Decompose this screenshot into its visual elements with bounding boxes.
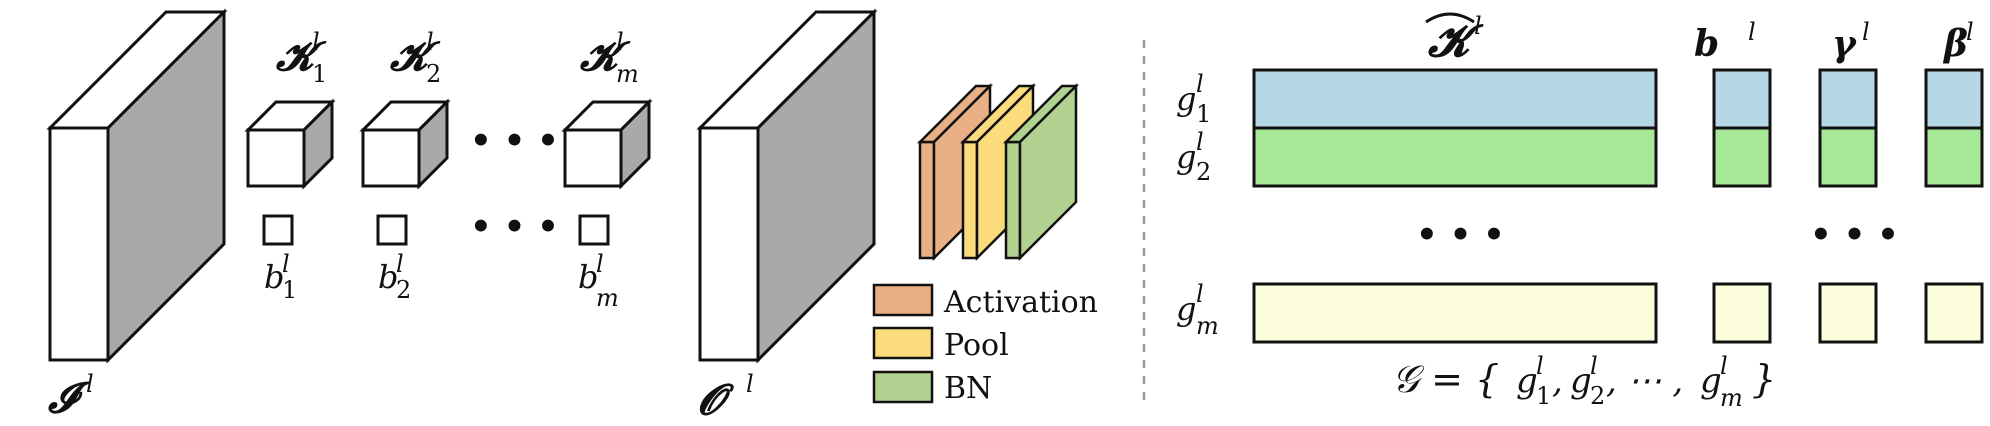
svg-text:g: g xyxy=(1516,361,1538,401)
svg-text:l: l xyxy=(1196,70,1204,98)
svg-text:g: g xyxy=(1570,361,1592,401)
svg-text:2: 2 xyxy=(1196,158,1211,186)
bias-label-m: b l m xyxy=(578,250,619,312)
row-label-gm: g l m xyxy=(1176,280,1219,340)
svg-text:1: 1 xyxy=(1196,100,1211,128)
bn-layer xyxy=(1002,82,1080,262)
svg-text:l: l xyxy=(1590,352,1598,380)
svg-text:l: l xyxy=(1474,12,1482,40)
svg-text:1: 1 xyxy=(1536,382,1551,410)
svg-text:m: m xyxy=(1720,384,1743,412)
svg-text:l: l xyxy=(396,250,404,278)
svg-text:}: } xyxy=(1752,357,1776,401)
beta-cell-g1 xyxy=(1924,68,1984,130)
svg-text:2: 2 xyxy=(426,60,441,88)
gamma-cell-g2 xyxy=(1818,126,1878,188)
gamma-cell-gm xyxy=(1818,282,1878,344)
svg-text:b: b xyxy=(1694,23,1719,65)
svg-text:l: l xyxy=(1748,18,1756,46)
svg-text:m: m xyxy=(596,284,619,312)
bias-label-1: b l 1 xyxy=(264,250,297,304)
svg-text:l: l xyxy=(1966,18,1974,46)
kernel-rows-ellipsis: • • • xyxy=(1416,215,1505,255)
kernel-row-gm xyxy=(1252,282,1658,344)
param-rows-ellipsis: • • • xyxy=(1810,215,1899,255)
svg-text:g: g xyxy=(1176,290,1196,328)
beta-cell-gm xyxy=(1924,282,1984,344)
b-cell-gm xyxy=(1712,282,1772,344)
svg-text:b: b xyxy=(378,258,398,296)
beta-cell-g2 xyxy=(1924,126,1984,188)
svg-text:l: l xyxy=(1862,18,1870,46)
kernel-hat-label: 𝓚 l xyxy=(1425,12,1484,67)
input-tensor xyxy=(46,8,228,364)
kernel-row-g1 xyxy=(1252,68,1658,130)
bias-ellipsis: • • • xyxy=(470,207,559,247)
bias-label-2: b l 2 xyxy=(378,250,411,304)
svg-text:l: l xyxy=(426,28,434,56)
svg-text:l: l xyxy=(1536,352,1544,380)
output-label: 𝓞 l xyxy=(698,370,754,424)
svg-text:b: b xyxy=(264,258,284,296)
svg-text:, ⋯ ,: , ⋯ , xyxy=(1606,361,1683,401)
svg-text:l: l xyxy=(86,370,94,398)
svg-text:m: m xyxy=(1196,312,1219,340)
row-label-g2: g l 2 xyxy=(1176,128,1211,186)
svg-text:𝓞: 𝓞 xyxy=(698,375,735,424)
svg-text:l: l xyxy=(1196,128,1204,156)
svg-text:l: l xyxy=(1196,280,1204,308)
row-label-g1: g l 1 xyxy=(1176,70,1211,128)
b-cell-g1 xyxy=(1712,68,1772,130)
kernel-label-1: 𝓚 l 1 xyxy=(275,28,327,88)
svg-text:b: b xyxy=(578,258,598,296)
kernel-label-m: 𝓚 l m xyxy=(579,28,639,88)
svg-text:1: 1 xyxy=(312,60,327,88)
svg-text:2: 2 xyxy=(396,276,411,304)
b-cell-g2 xyxy=(1712,126,1772,188)
svg-text:l: l xyxy=(596,250,604,278)
gamma-cell-g1 xyxy=(1818,68,1878,130)
svg-text:𝓘: 𝓘 xyxy=(47,373,91,422)
svg-text:γ: γ xyxy=(1832,23,1858,65)
bias-square-m xyxy=(578,214,610,246)
param-label-gamma: γ l xyxy=(1832,18,1870,65)
svg-text:m: m xyxy=(616,60,639,88)
param-label-beta: β l xyxy=(1942,18,1974,65)
kernel-cube-m xyxy=(561,98,653,190)
svg-text:𝒢 = {: 𝒢 = { xyxy=(1392,357,1499,401)
param-label-b: b l xyxy=(1694,18,1756,65)
svg-text:β: β xyxy=(1942,23,1968,65)
legend-label-activation: Activation xyxy=(943,285,1098,320)
legend-swatch-activation xyxy=(872,283,934,317)
kernel-cube-2 xyxy=(359,98,451,190)
svg-text:g: g xyxy=(1176,80,1196,118)
legend-swatch-bn xyxy=(872,370,934,404)
bias-square-2 xyxy=(376,214,408,246)
svg-text:2: 2 xyxy=(1590,382,1605,410)
svg-text:l: l xyxy=(616,28,624,56)
group-set-expression: 𝒢 = { g l 1 , g l 2 , ⋯ , g l m } xyxy=(1392,352,1776,412)
svg-text:,: , xyxy=(1552,361,1563,401)
legend-label-pool: Pool xyxy=(944,328,1009,363)
svg-text:l: l xyxy=(312,28,320,56)
legend-label-bn: BN xyxy=(944,371,992,406)
svg-text:l: l xyxy=(1720,352,1728,380)
kernel-cube-1 xyxy=(244,98,336,190)
svg-text:g: g xyxy=(1176,138,1196,176)
input-label: 𝓘 l xyxy=(47,370,94,422)
legend: Activation Pool BN xyxy=(872,283,1098,406)
kernel-ellipsis: • • • xyxy=(470,121,559,161)
legend-swatch-pool xyxy=(872,326,934,360)
svg-text:l: l xyxy=(282,250,290,278)
bias-square-1 xyxy=(262,214,294,246)
kernel-label-2: 𝓚 l 2 xyxy=(389,28,441,88)
svg-text:1: 1 xyxy=(282,276,297,304)
svg-text:g: g xyxy=(1700,361,1722,401)
svg-text:l: l xyxy=(746,370,754,398)
output-tensor xyxy=(696,8,878,364)
kernel-row-g2 xyxy=(1252,126,1658,188)
